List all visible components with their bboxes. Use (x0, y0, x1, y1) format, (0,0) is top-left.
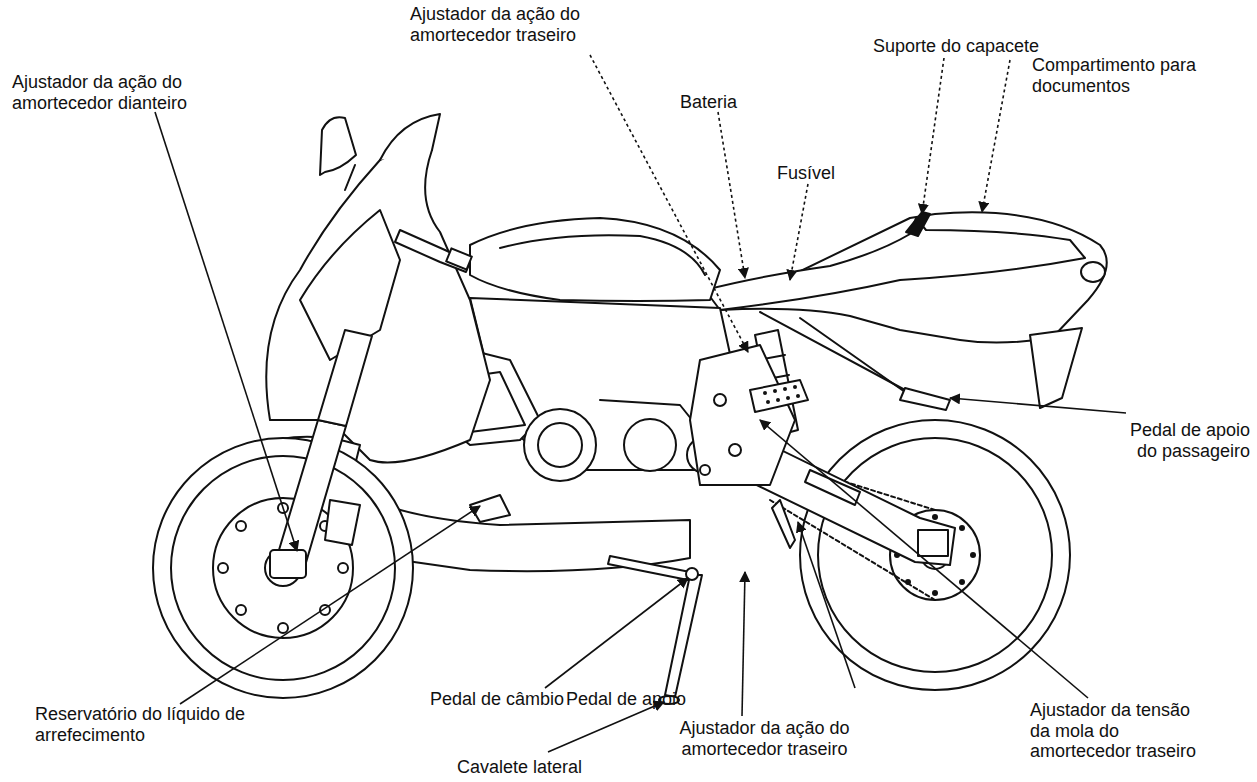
part-label: Pedal de apoio (566, 689, 686, 710)
motorcycle-body-part (1081, 262, 1105, 282)
leader-lines-part (742, 572, 745, 716)
motorcycle-body-part-part (786, 396, 790, 400)
part-label: Reservatório do líquido de arrefecimento (35, 704, 250, 745)
motorcycle-body-part (624, 419, 676, 471)
motorcycle-body-part-part (793, 385, 797, 389)
motorcycle-body-part-part (783, 387, 787, 391)
motorcycle-body-part (276, 420, 346, 566)
motorcycle-body-part-part (218, 563, 228, 573)
motorcycle-body-part-part (932, 590, 938, 596)
motorcycle-body-part (690, 345, 795, 485)
leader-lines-part (548, 702, 664, 752)
part-label: Ajustador da ação do amortecedor diantei… (12, 72, 247, 113)
part-label: Fusível (777, 163, 835, 184)
motorcycle-body-part (665, 575, 702, 697)
motorcycle-body-part (524, 409, 596, 481)
motorcycle-body-part (270, 550, 306, 578)
motorcycle-body-part (266, 140, 490, 463)
motorcycle-body-part (600, 400, 700, 430)
motorcycle-body-part-part (278, 623, 288, 633)
leader-lines-part (922, 58, 944, 214)
motorcycle-body-part (906, 212, 930, 236)
motorcycle-body-part (153, 438, 413, 698)
motorcycle-body-part (370, 500, 690, 571)
leader-lines-part (760, 420, 1088, 698)
motorcycle-body-part (714, 394, 726, 406)
motorcycle-body-part-part (763, 391, 767, 395)
motorcycle-body-part-part (766, 400, 770, 404)
part-label: Bateria (680, 92, 737, 113)
motorcycle-body-part (380, 114, 440, 160)
motorcycle-body-part (171, 456, 395, 680)
leader-lines (155, 55, 1126, 752)
motorcycle-body-part-part (959, 579, 965, 585)
part-label: Cavalete lateral (457, 757, 582, 778)
motorcycle-body-part (763, 385, 800, 404)
leader-lines-part (950, 398, 1126, 413)
motorcycle-body-part (538, 423, 582, 467)
motorcycle-body-part-part (773, 389, 777, 393)
motorcycle-body (153, 114, 1107, 704)
leader-lines-part (545, 578, 688, 688)
motorcycle-body-part (750, 380, 808, 412)
motorcycle-body-part (918, 530, 948, 556)
motorcycle-body-part-part (776, 398, 780, 402)
part-label: Suporte do capacete (873, 36, 1039, 57)
motorcycle-body-part (800, 420, 1070, 690)
motorcycle-body-part (320, 117, 356, 175)
motorcycle-body-part (1030, 328, 1082, 408)
motorcycle-body-part (325, 500, 360, 545)
leader-lines-part (798, 522, 855, 688)
motorcycle-body-part (446, 248, 472, 269)
part-label: Ajustador da ação do amortecedor traseir… (652, 718, 877, 759)
leader-lines-part (180, 506, 480, 704)
leader-lines-part (790, 184, 808, 280)
leader-lines-part (718, 112, 745, 278)
part-label: Compartimento para documentos (1032, 55, 1222, 96)
part-label: Pedal de apoio do passageiro (1113, 420, 1250, 461)
motorcycle-body-part-part (236, 521, 246, 531)
motorcycle-body-part-part (338, 563, 348, 573)
leader-lines-part (155, 112, 297, 551)
motorcycle-body-part-part (970, 552, 976, 558)
motorcycle-body-part (318, 330, 372, 426)
motorcycle-body-part (900, 388, 950, 410)
motorcycle-body-part (800, 318, 905, 392)
motorcycle-body-part (705, 218, 1085, 310)
motorcycle-body-part (729, 444, 741, 456)
motorcycle-body-part (700, 465, 710, 475)
motorcycle-body-part (608, 556, 690, 580)
motorcycle-body-part-part (796, 394, 800, 398)
motorcycle-body-part (345, 165, 355, 190)
motorcycle-body-part (500, 235, 705, 275)
motorcycle-body-part (805, 470, 860, 505)
leader-lines-part (590, 55, 748, 352)
part-label: Ajustador da tensão da mola do amorteced… (1030, 700, 1212, 762)
motorcycle-body-part-part (959, 525, 965, 531)
part-label: Ajustador da ação do amortecedor traseir… (410, 4, 625, 45)
leader-lines-part (982, 60, 1010, 212)
motorcycle-body-part-part (932, 514, 938, 520)
motorcycle-body-part-part (236, 605, 246, 615)
part-label: Pedal de câmbio (430, 689, 564, 710)
motorcycle-body-part (772, 500, 795, 548)
